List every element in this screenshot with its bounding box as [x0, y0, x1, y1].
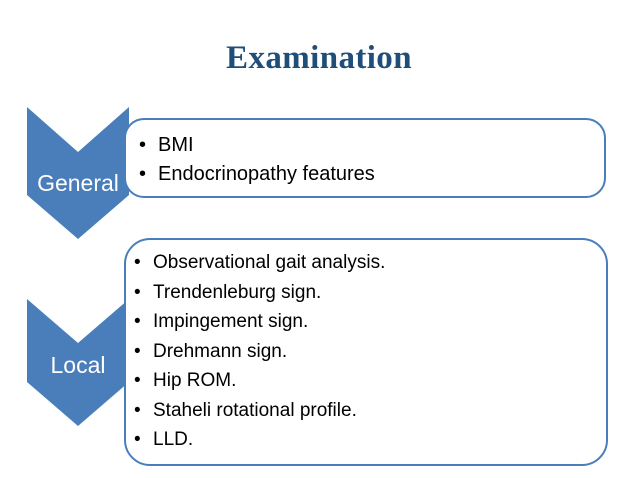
list-item: Staheli rotational profile. [132, 396, 606, 426]
chevron-down-icon [27, 299, 129, 426]
chevron-shape-local: Local [27, 299, 129, 426]
list-item: Impingement sign. [132, 307, 606, 337]
bullet-list-general: BMI Endocrinopathy features [126, 120, 604, 189]
chevron-label-general: General [37, 170, 119, 196]
list-item: LLD. [132, 425, 606, 455]
content-box-local: Observational gait analysis. Trendenlebu… [124, 238, 608, 466]
list-item: Endocrinopathy features [137, 160, 604, 189]
chevron-label-local: Local [50, 352, 106, 378]
list-item: Drehmann sign. [132, 337, 606, 367]
chevron-shape-general: General [27, 107, 129, 239]
bullet-list-local: Observational gait analysis. Trendenlebu… [126, 240, 606, 455]
chevron-down-icon [27, 107, 129, 239]
list-item: Hip ROM. [132, 366, 606, 396]
list-item: Trendenleburg sign. [132, 278, 606, 308]
list-item: BMI [137, 131, 604, 160]
content-box-general: BMI Endocrinopathy features [124, 118, 606, 198]
list-item: Observational gait analysis. [132, 248, 606, 278]
page-title: Examination [226, 40, 412, 76]
